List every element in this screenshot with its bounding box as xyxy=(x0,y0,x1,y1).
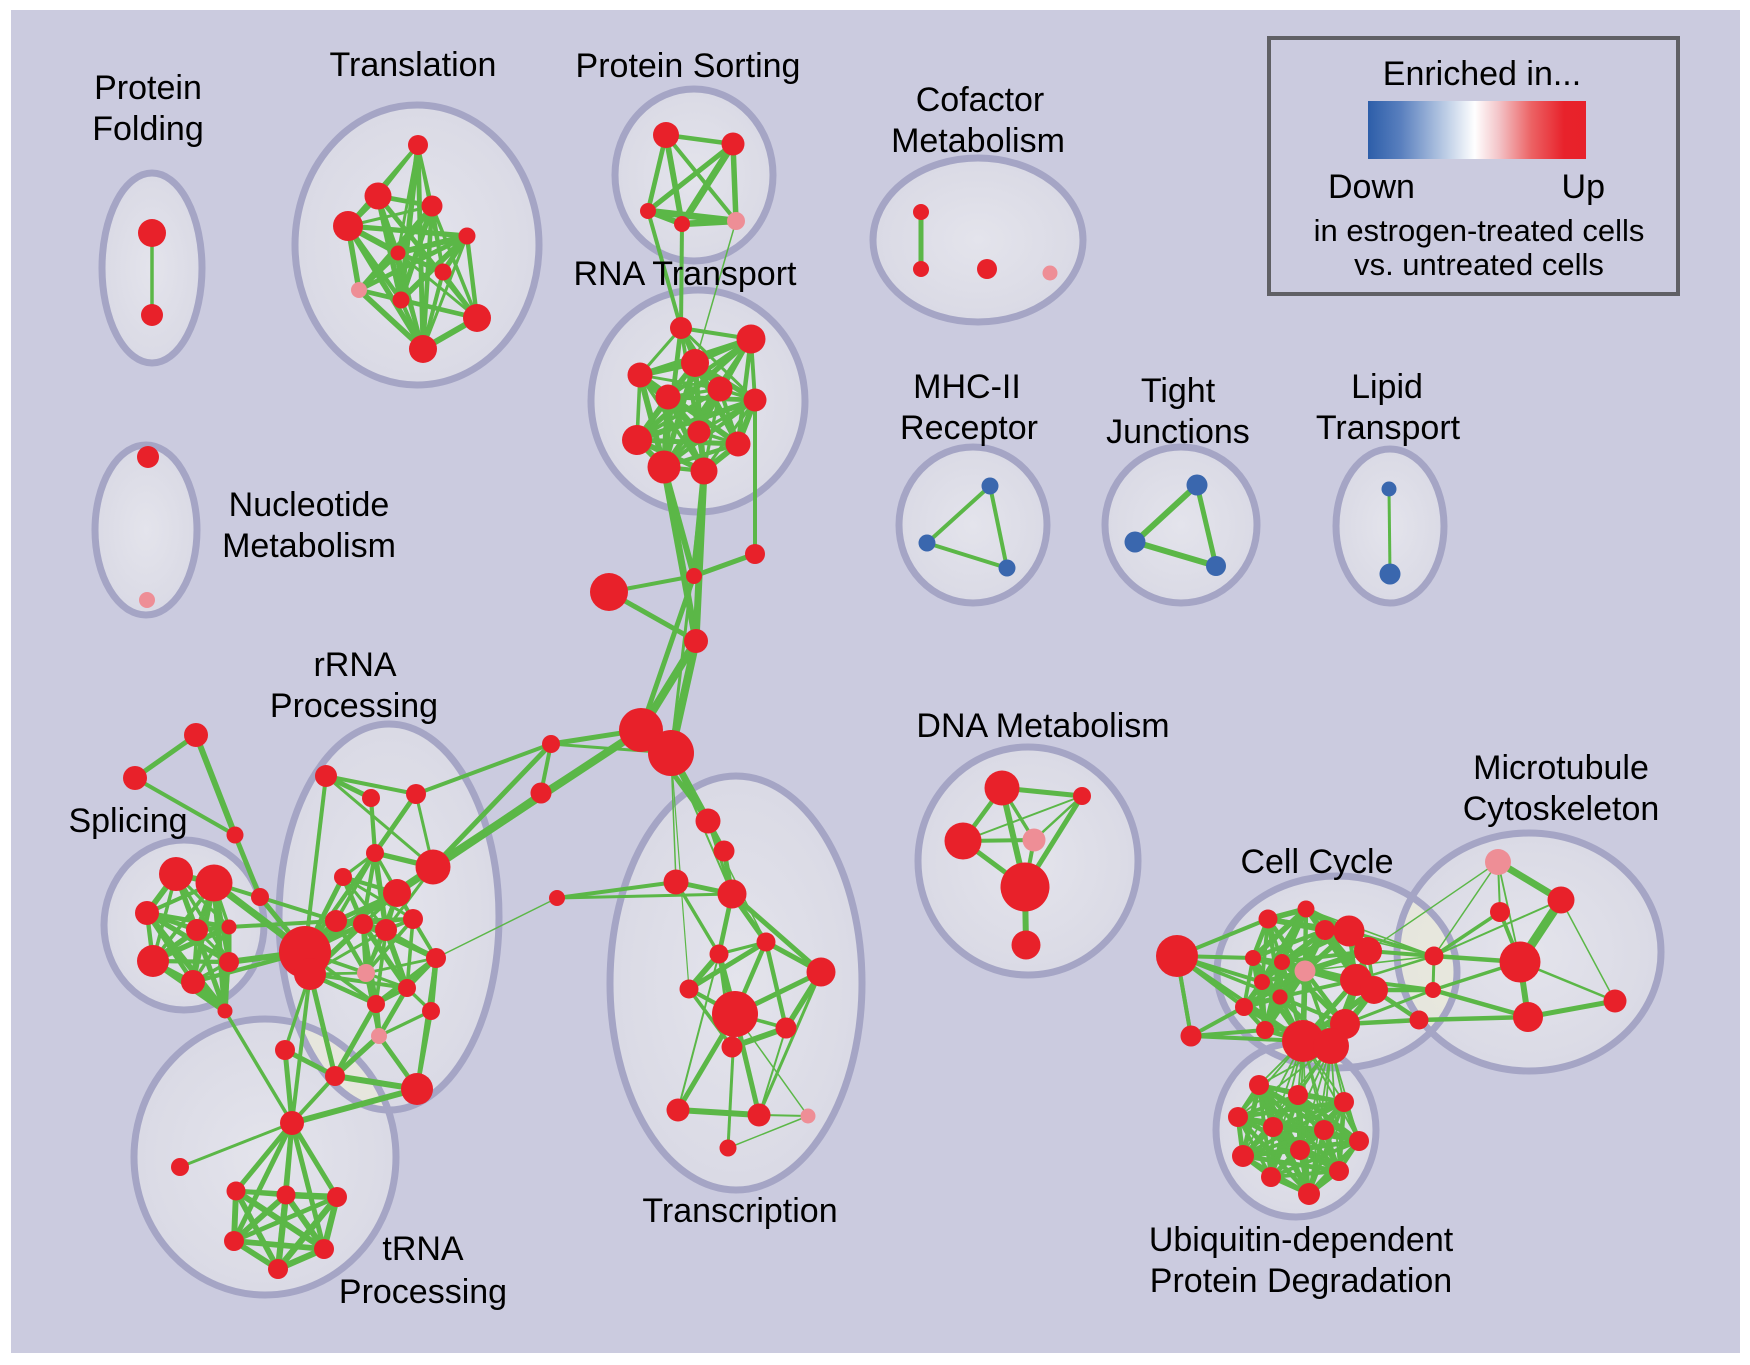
svg-text:Metabolism: Metabolism xyxy=(891,122,1065,160)
svg-text:Down: Down xyxy=(1328,168,1415,206)
svg-text:Enriched in...: Enriched in... xyxy=(1383,55,1581,93)
svg-text:Receptor: Receptor xyxy=(900,409,1038,447)
svg-text:Tight: Tight xyxy=(1141,372,1216,410)
svg-text:MHC-II: MHC-II xyxy=(913,368,1021,406)
svg-text:Nucleotide: Nucleotide xyxy=(229,486,390,524)
svg-text:Splicing: Splicing xyxy=(68,802,187,840)
svg-text:rRNA: rRNA xyxy=(313,646,396,684)
svg-text:Translation: Translation xyxy=(330,46,497,84)
svg-text:RNA Transport: RNA Transport xyxy=(574,255,798,293)
svg-text:tRNA: tRNA xyxy=(382,1230,464,1268)
svg-text:Cell Cycle: Cell Cycle xyxy=(1240,843,1393,881)
svg-text:Processing: Processing xyxy=(339,1273,507,1311)
svg-text:Protein Sorting: Protein Sorting xyxy=(576,47,801,85)
svg-text:Metabolism: Metabolism xyxy=(222,527,396,565)
svg-text:Protein: Protein xyxy=(94,69,202,107)
svg-text:in estrogen-treated cells: in estrogen-treated cells xyxy=(1314,213,1645,248)
svg-text:Protein Degradation: Protein Degradation xyxy=(1150,1262,1452,1300)
svg-text:Transcription: Transcription xyxy=(642,1192,837,1230)
svg-text:Junctions: Junctions xyxy=(1106,413,1250,451)
svg-text:Processing: Processing xyxy=(270,687,438,725)
svg-text:vs. untreated cells: vs. untreated cells xyxy=(1354,247,1604,282)
svg-text:Microtubule: Microtubule xyxy=(1473,749,1649,787)
svg-text:Cytoskeleton: Cytoskeleton xyxy=(1463,790,1660,828)
svg-text:Ubiquitin-dependent: Ubiquitin-dependent xyxy=(1149,1221,1454,1259)
svg-text:Transport: Transport xyxy=(1316,409,1461,447)
svg-text:Up: Up xyxy=(1562,168,1605,206)
svg-text:Cofactor: Cofactor xyxy=(916,81,1045,119)
svg-text:Lipid: Lipid xyxy=(1351,368,1423,406)
svg-text:DNA Metabolism: DNA Metabolism xyxy=(916,707,1169,745)
svg-text:Folding: Folding xyxy=(92,110,204,148)
